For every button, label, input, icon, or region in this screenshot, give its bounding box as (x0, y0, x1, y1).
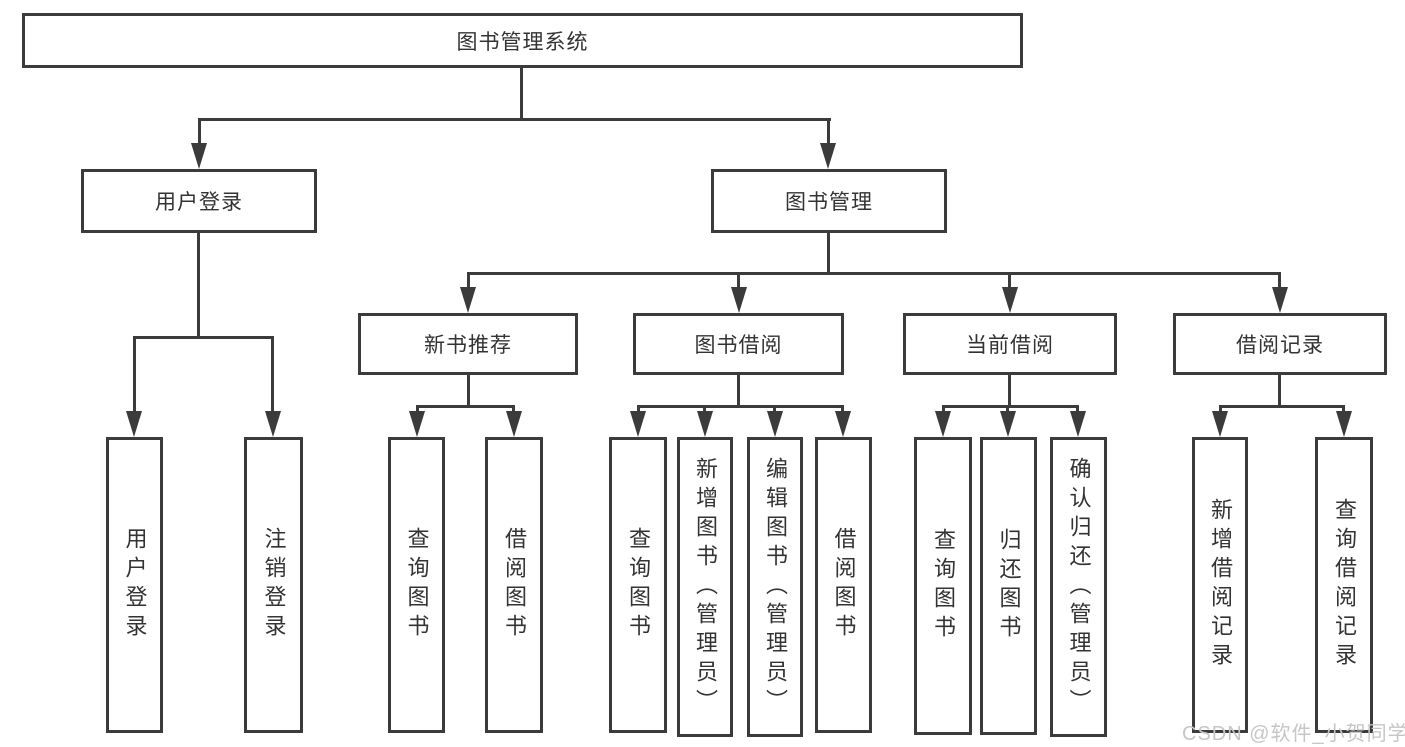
node-leaf-logout-label: 注销登录 (261, 527, 287, 643)
node-leaf-cb-query: 查询图书 (914, 437, 972, 735)
node-leaf-cb-confirm-label: 确认归还（管理员） (1066, 456, 1092, 718)
node-leaf-br-query: 查询借阅记录 (1315, 437, 1373, 733)
connector-shaft-cb-confirm (1076, 405, 1079, 415)
arrowhead-borrow-records (1272, 287, 1288, 313)
connector-shaft-bb-query (637, 405, 640, 415)
arrowhead-bb-query (630, 411, 646, 437)
node-leaf-bb-add: 新增图书（管理员） (677, 437, 733, 737)
arrowhead-rec-borrow (506, 411, 522, 437)
node-current-borrow-label: 当前借阅 (966, 334, 1054, 357)
node-leaf-br-add-label: 新增借阅记录 (1208, 498, 1233, 672)
node-leaf-cb-query-label: 查询图书 (931, 528, 956, 644)
connector-shaft-borrow-records (1278, 272, 1281, 290)
connector-borrowrecords-stem (1278, 375, 1281, 405)
arrowhead-book-borrow (731, 287, 747, 313)
connector-userlogin-branch (133, 336, 274, 339)
connector-shaft-cb-query (942, 405, 945, 415)
node-leaf-rec-borrow-label: 借阅图书 (502, 527, 527, 643)
connector-shaft-new-book-rec (467, 272, 470, 290)
node-leaf-cb-return: 归还图书 (980, 437, 1037, 735)
connector-shaft-br-add (1219, 405, 1222, 415)
connector-bookborrow-stem (737, 375, 740, 405)
node-borrow-records-label: 借阅记录 (1236, 334, 1324, 357)
node-leaf-bb-edit-label: 编辑图书（管理员） (763, 456, 788, 718)
connector-shaft-user-login (198, 118, 201, 146)
connector-shaft-leaf-user-login (133, 336, 136, 413)
connector-newbookrec-stem (467, 375, 470, 405)
connector-shaft-book-borrow (737, 272, 740, 290)
node-leaf-rec-query-label: 查询图书 (404, 527, 430, 643)
node-leaf-bb-borrow-label: 借阅图书 (831, 527, 857, 643)
connector-shaft-rec-borrow (512, 405, 515, 415)
node-leaf-user-login: 用户登录 (106, 437, 163, 733)
connector-currentborrow-stem (1008, 375, 1011, 405)
node-book-borrow: 图书借阅 (633, 313, 844, 375)
arrowhead-cb-return (1000, 411, 1016, 437)
connector-shaft-current-borrow (1008, 272, 1011, 290)
connector-userlogin-stem (197, 233, 200, 336)
node-new-book-rec-label: 新书推荐 (424, 334, 512, 357)
node-user-login: 用户登录 (81, 169, 317, 233)
node-new-book-rec: 新书推荐 (358, 313, 578, 375)
arrowhead-user-login (191, 143, 207, 169)
node-root-label: 图书管理系统 (456, 30, 589, 54)
node-leaf-rec-query: 查询图书 (388, 437, 445, 733)
arrowhead-bb-add (697, 411, 713, 437)
csdn-watermark: CSDN @软件_小贺同学 (1182, 723, 1405, 745)
node-leaf-logout: 注销登录 (244, 437, 303, 733)
arrowhead-bb-edit (767, 411, 783, 437)
connector-shaft-rec-query (416, 405, 419, 415)
node-book-mgmt-label: 图书管理 (785, 191, 873, 214)
node-borrow-records: 借阅记录 (1173, 313, 1387, 375)
arrowhead-br-query (1336, 411, 1352, 437)
node-leaf-bb-add-label: 新增图书（管理员） (693, 456, 718, 718)
connector-borrowrecords-branch (1219, 405, 1345, 408)
connector-shaft-leaf-logout (271, 336, 274, 413)
connector-root-stem (520, 68, 523, 118)
node-leaf-user-login-label: 用户登录 (122, 527, 148, 643)
node-root: 图书管理系统 (22, 13, 1023, 68)
connector-bookborrow-branch (637, 405, 844, 408)
arrowhead-bb-borrow (835, 411, 851, 437)
connector-shaft-bb-edit (773, 405, 776, 415)
connector-root-branch (198, 118, 831, 121)
node-user-login-label: 用户登录 (155, 191, 243, 214)
connector-bookmgmt-stem (827, 233, 830, 272)
node-leaf-cb-return-label: 归还图书 (996, 528, 1022, 644)
node-leaf-br-query-label: 查询借阅记录 (1332, 498, 1357, 672)
arrowhead-current-borrow (1002, 287, 1018, 313)
arrowhead-br-add (1212, 411, 1228, 437)
arrowhead-cb-confirm (1070, 411, 1086, 437)
connector-newbookrec-branch (416, 405, 515, 408)
connector-shaft-bb-borrow (841, 405, 844, 415)
arrowhead-cb-query (935, 411, 951, 437)
node-current-borrow: 当前借阅 (903, 313, 1117, 375)
arrowhead-leaf-user-login (126, 411, 142, 437)
node-leaf-br-add: 新增借阅记录 (1192, 437, 1248, 733)
arrowhead-rec-query (409, 411, 425, 437)
arrowhead-book-mgmt (820, 143, 836, 169)
arrowhead-new-book-rec (460, 287, 476, 313)
node-leaf-bb-query-label: 查询图书 (626, 527, 651, 643)
connector-shaft-bb-add (703, 405, 706, 415)
node-leaf-rec-borrow: 借阅图书 (485, 437, 543, 733)
connector-shaft-book-mgmt (827, 118, 830, 146)
connector-shaft-cb-return (1006, 405, 1009, 415)
node-leaf-bb-edit: 编辑图书（管理员） (747, 437, 803, 737)
node-leaf-bb-query: 查询图书 (609, 437, 667, 733)
node-book-mgmt: 图书管理 (711, 169, 947, 233)
connector-shaft-br-query (1342, 405, 1345, 415)
connector-bookmgmt-branch (467, 272, 1281, 275)
arrowhead-leaf-logout (265, 411, 281, 437)
node-leaf-bb-borrow: 借阅图书 (815, 437, 872, 733)
connector-currentborrow-branch (942, 405, 1079, 408)
node-leaf-cb-confirm: 确认归还（管理员） (1050, 437, 1107, 737)
node-book-borrow-label: 图书借阅 (694, 334, 783, 357)
